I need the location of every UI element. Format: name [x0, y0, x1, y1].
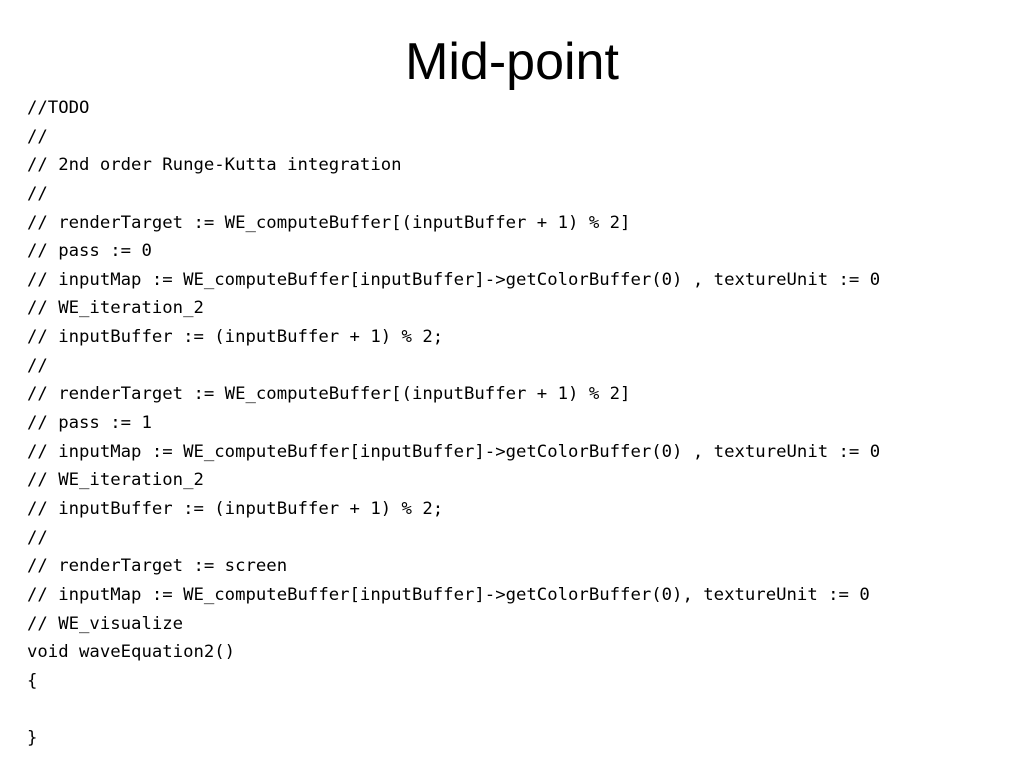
slide-title: Mid-point	[405, 33, 619, 91]
code-line-13: // inputMap := WE_computeBuffer[inputBuf…	[27, 441, 881, 462]
code-line-3: // 2nd order Runge-Kutta integration	[27, 155, 402, 176]
code-line-6: // pass := 0	[27, 241, 152, 262]
code-line-1: //TODO	[27, 98, 90, 118]
code-line-15: // inputBuffer := (inputBuffer + 1) % 2;	[27, 498, 444, 519]
code-line-7: // inputMap := WE_computeBuffer[inputBuf…	[27, 269, 881, 290]
code-line-5: // renderTarget := WE_computeBuffer[(inp…	[27, 212, 631, 233]
code-block: //TODO // // 2nd order Runge-Kutta integ…	[27, 94, 1007, 753]
code-line-14: // WE_iteration_2	[27, 470, 204, 491]
code-line-8: // WE_iteration_2	[27, 298, 204, 319]
code-line-10: //	[27, 355, 48, 376]
code-line-19: // WE_visualize	[27, 613, 184, 634]
code-line-21: {	[27, 670, 38, 691]
code-line-22	[27, 695, 1007, 724]
code-line-18: // inputMap := WE_computeBuffer[inputBuf…	[27, 584, 870, 605]
code-line-16: //	[27, 527, 48, 548]
code-line-4: //	[27, 183, 48, 204]
code-line-11: // renderTarget := WE_computeBuffer[(inp…	[27, 384, 631, 405]
code-line-2: //	[27, 126, 48, 147]
code-line-20: void waveEquation2()	[27, 642, 236, 663]
code-line-17: // renderTarget := screen	[27, 556, 288, 577]
code-line-23: }	[27, 728, 38, 749]
code-line-9: // inputBuffer := (inputBuffer + 1) % 2;	[27, 327, 444, 348]
code-line-12: // pass := 1	[27, 413, 152, 434]
